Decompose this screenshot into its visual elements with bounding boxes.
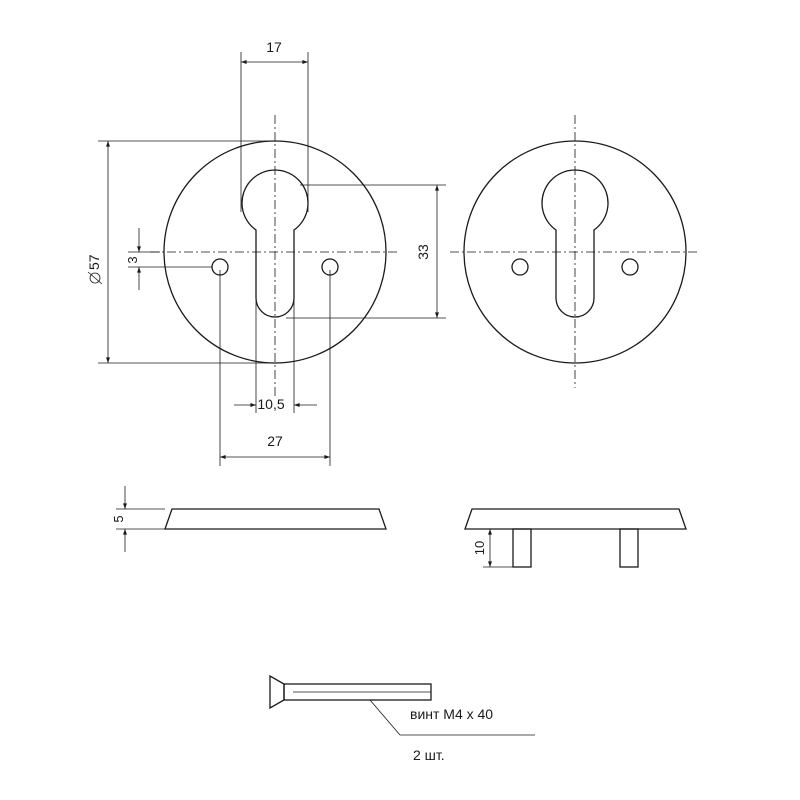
plate-profile <box>164 508 387 530</box>
side-view-with-posts: 10 <box>464 508 687 568</box>
screw-label: винт М4 х 40 <box>410 706 493 722</box>
plate-profile <box>464 508 687 530</box>
dimension-diameter: 57 <box>86 140 275 364</box>
dim-label-5: 5 <box>111 515 126 522</box>
dimension-post-length: 10 <box>472 528 513 568</box>
mounting-post-left <box>512 528 532 568</box>
front-view-dimensioned: 17 57 3 33 <box>86 39 446 466</box>
dim-label-17: 17 <box>266 39 282 55</box>
dimension-plate-thickness: 5 <box>111 486 165 552</box>
screw-hole-left <box>511 258 529 276</box>
dimension-keyhole-height: 33 <box>286 184 446 319</box>
dimension-hole-offset: 3 <box>125 228 212 290</box>
screw-hole-right <box>621 258 639 276</box>
keyhole-cutout <box>541 169 609 318</box>
keyhole-cutout <box>241 169 309 318</box>
dimension-slot-narrow: 10,5 <box>234 300 317 413</box>
dimension-slot-width: 17 <box>240 39 309 212</box>
leader-line <box>369 699 401 736</box>
dim-label-27: 27 <box>267 433 283 449</box>
dim-label-57: 57 <box>86 254 102 270</box>
dimension-hole-spacing: 27 <box>219 270 331 466</box>
front-view-plain <box>450 115 700 388</box>
side-view-plate: 5 <box>111 486 387 552</box>
dim-label-10: 10 <box>472 541 487 555</box>
dim-label-33: 33 <box>415 244 431 260</box>
screw-head <box>269 674 285 710</box>
screw-drawing: винт М4 х 40 2 шт. <box>269 674 535 763</box>
screw-quantity: 2 шт. <box>413 747 445 763</box>
dim-label-10-5: 10,5 <box>257 396 284 412</box>
mounting-post-right <box>619 528 639 568</box>
dim-label-3: 3 <box>125 256 140 263</box>
